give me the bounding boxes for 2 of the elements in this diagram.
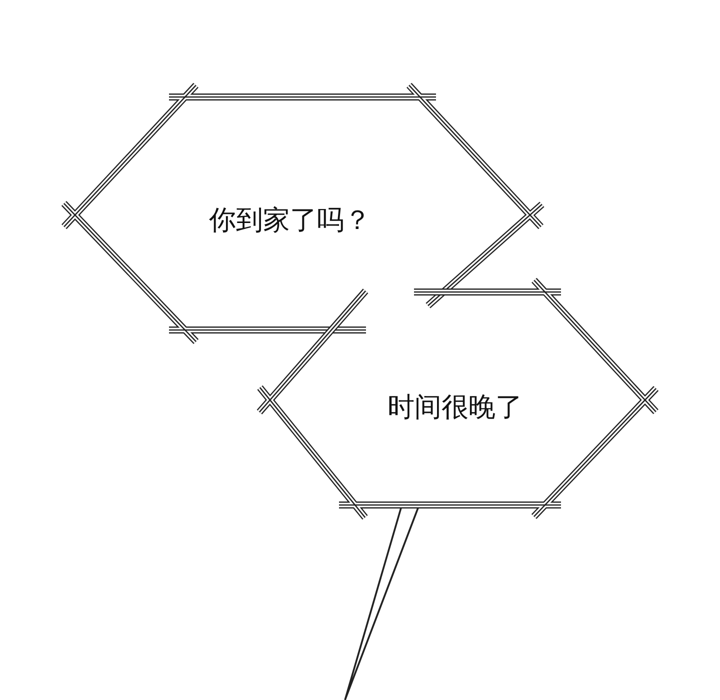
speech-text: 你到家了吗？: [209, 204, 371, 238]
speech-text: 时间很晚了: [388, 391, 522, 425]
